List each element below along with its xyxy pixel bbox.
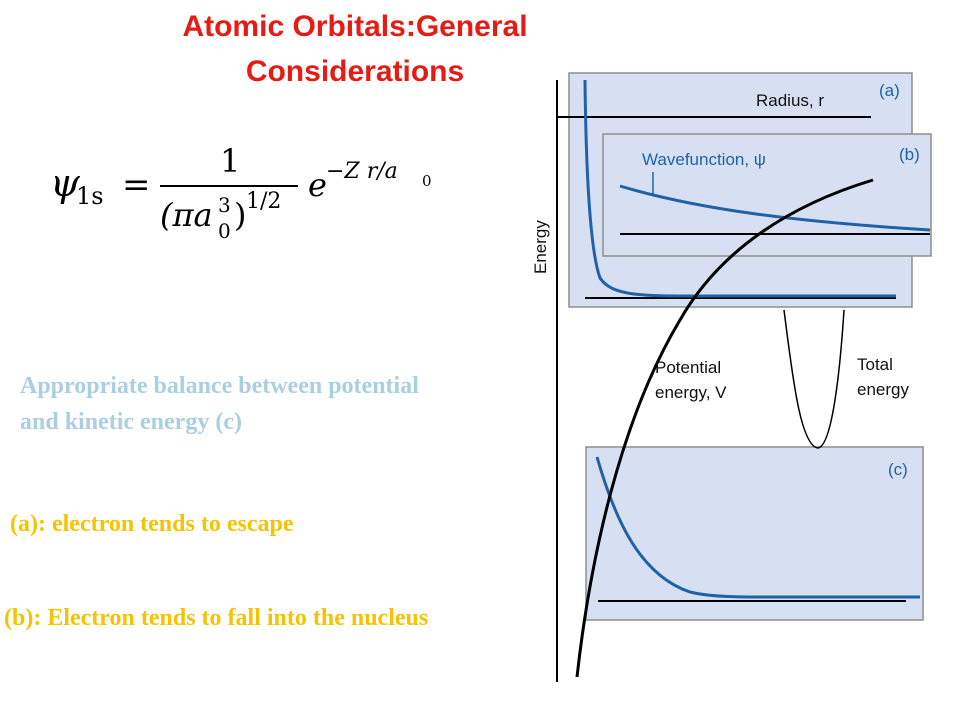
panel-c-wavefunction-curve xyxy=(595,456,920,599)
panel-b-wavefunction-curve xyxy=(619,184,931,232)
equation-denominator-exp: 1/2 xyxy=(246,189,281,214)
case-a-note: (a): electron tends to escape xyxy=(10,511,294,537)
equation-denominator-sup: 3 xyxy=(218,193,231,217)
title-line-2: Considerations xyxy=(245,55,465,88)
equation-numerator: 1 xyxy=(220,142,240,180)
radius-label: Radius, r xyxy=(756,91,824,110)
wavefunction-equation: ψ 1s = 1 (πa 3 0 ) 1/2 e −Z r/a 0 xyxy=(50,142,432,243)
panel-a-tag: (a) xyxy=(879,81,900,100)
panel-a-wavefunction-curve xyxy=(583,79,896,298)
potential-energy-curve xyxy=(575,178,874,678)
potential-label-line-1: Potential xyxy=(655,358,721,377)
total-label-line-2: energy xyxy=(857,380,909,399)
wavefunction-label: Wavefunction, ψ xyxy=(642,150,766,169)
equation-denominator-open: (πa xyxy=(160,196,213,234)
equation-subscript: 1s xyxy=(76,182,104,210)
panel-c xyxy=(585,446,924,621)
balance-note-line-1: Appropriate balance between potential xyxy=(20,373,419,399)
equation-exponent: −Z r/a xyxy=(326,159,398,184)
equation-denominator-close: ) xyxy=(234,196,246,234)
equation-exponent-sub: 0 xyxy=(422,172,432,190)
energy-axis-label: Energy xyxy=(531,220,550,274)
case-b-note: (b): Electron tends to fall into the nuc… xyxy=(4,605,429,631)
balance-note-line-2: and kinetic energy (c) xyxy=(20,409,242,435)
title-line-1: Atomic Orbitals:General xyxy=(182,10,528,43)
equation-psi: ψ xyxy=(50,161,81,205)
panel-c-tag: (c) xyxy=(888,460,908,479)
panel-b-tag: (b) xyxy=(899,145,920,164)
total-label-line-1: Total xyxy=(857,355,893,374)
potential-label-line-2: energy, V xyxy=(655,383,727,402)
balance-note: Appropriate balance between potential an… xyxy=(20,368,560,440)
total-energy-curve xyxy=(783,309,845,449)
equation-equals: = xyxy=(122,165,151,205)
page-title: Atomic Orbitals:General Considerations xyxy=(120,4,590,94)
equation-exp-base: e xyxy=(308,166,327,204)
equation-denominator-sub: 0 xyxy=(218,219,231,243)
